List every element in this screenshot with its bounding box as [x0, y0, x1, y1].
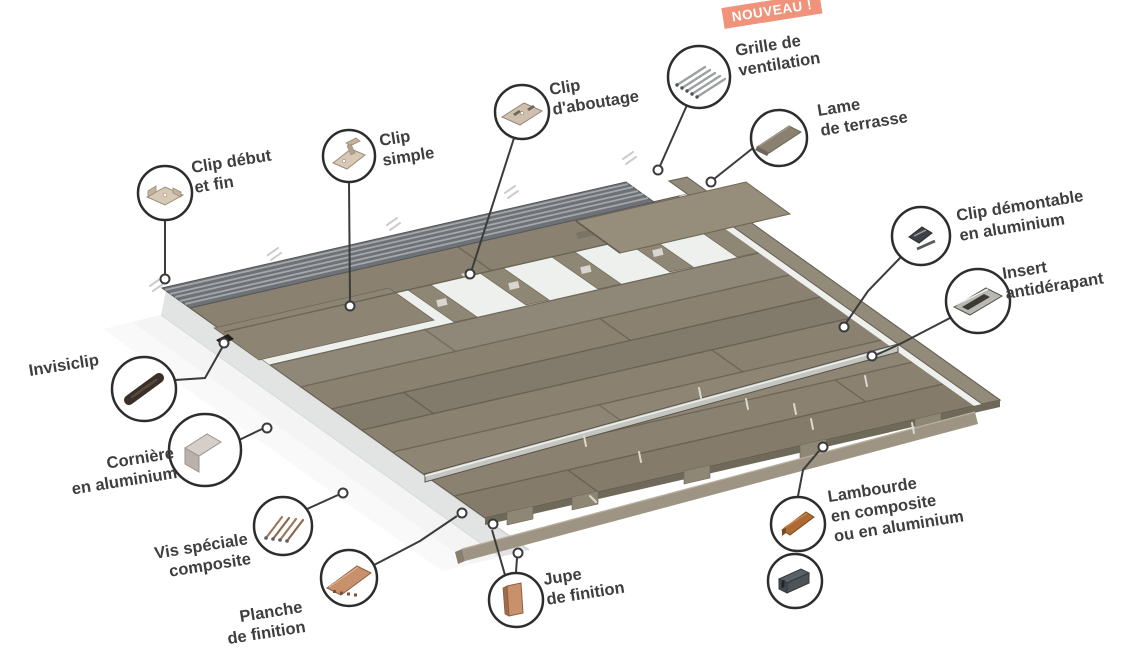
- label-clip-simple: Clip simple: [378, 127, 436, 170]
- lambourde-aluminium-icon: [777, 568, 811, 594]
- leader-endpoints: [159, 164, 878, 559]
- ventilation-grille-strip: [160, 181, 656, 309]
- clip-debut-fin-icon: [145, 185, 185, 206]
- corniere-icon: [184, 433, 222, 473]
- clip-demontable-icon: [908, 226, 936, 251]
- jupe-board: [455, 411, 978, 564]
- lambourde-composite-icon: [781, 511, 815, 536]
- vis-speciale-icon: [264, 515, 305, 543]
- insert-antiderapant-icon: [952, 287, 1004, 316]
- anti-slip-insert-strip: [424, 343, 899, 483]
- sparkles: [149, 151, 915, 503]
- lame-terrasse-icon: [755, 125, 803, 156]
- right-gap: [679, 194, 982, 406]
- board-joints: [402, 246, 867, 493]
- bottom-edge: [455, 400, 1000, 564]
- corniere-base: [103, 290, 530, 571]
- jupe-finition-icon: [502, 582, 524, 617]
- planche-finition-icon: [326, 565, 372, 597]
- grille-ventilation-icon: [675, 65, 727, 99]
- clip-simple-icon: [332, 137, 366, 170]
- raised-deck-board: [574, 181, 792, 254]
- invisiclip-icon: [124, 373, 164, 405]
- clip-aboutage-icon: [500, 102, 544, 126]
- leader-lines: [164, 104, 951, 576]
